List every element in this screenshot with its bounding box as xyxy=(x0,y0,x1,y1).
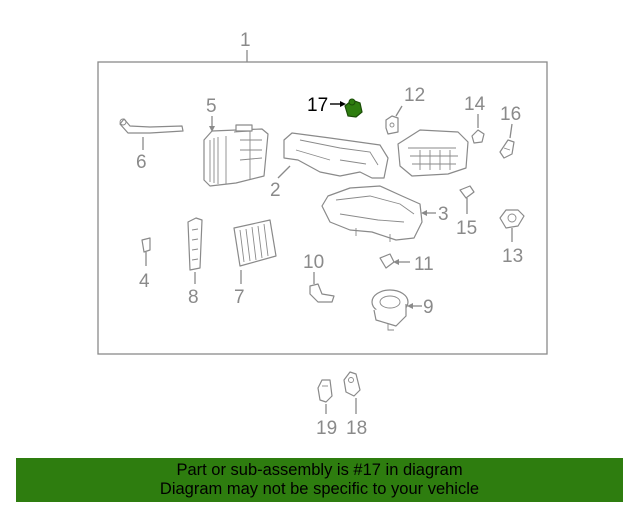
callout-6[interactable]: 6 xyxy=(136,152,147,173)
callout-5[interactable]: 5 xyxy=(206,96,217,117)
banner-line-2: Diagram may not be specific to your vehi… xyxy=(159,480,480,498)
callout-13[interactable]: 13 xyxy=(502,246,523,267)
callout-15[interactable]: 15 xyxy=(456,218,477,239)
info-banner: Part or sub-assembly is #17 in diagram D… xyxy=(16,458,623,502)
part-10[interactable] xyxy=(309,283,335,303)
callout-1[interactable]: 1 xyxy=(240,30,251,51)
callout-11[interactable]: 11 xyxy=(414,254,434,275)
part-17-highlighted[interactable] xyxy=(344,98,363,118)
part-18[interactable] xyxy=(343,371,361,397)
part-11[interactable] xyxy=(379,253,395,269)
callout-3[interactable]: 3 xyxy=(438,204,449,225)
callout-12[interactable]: 12 xyxy=(404,85,425,106)
callout-2[interactable]: 2 xyxy=(270,180,281,201)
part-2-upper-case[interactable] xyxy=(283,132,389,179)
callout-16[interactable]: 16 xyxy=(500,104,521,125)
callout-10[interactable]: 10 xyxy=(303,252,324,273)
part-3-lower-case[interactable] xyxy=(321,185,423,242)
part-8[interactable] xyxy=(187,217,203,271)
part-5-evaporator[interactable] xyxy=(203,124,269,187)
assembly-frame xyxy=(97,61,548,355)
callout-8[interactable]: 8 xyxy=(188,287,199,308)
banner-line-1: Part or sub-assembly is #17 in diagram xyxy=(176,461,463,479)
part-15[interactable] xyxy=(459,185,475,199)
part-12[interactable] xyxy=(385,115,399,135)
callout-18[interactable]: 18 xyxy=(346,418,367,439)
heater-housing xyxy=(397,129,469,177)
part-19[interactable] xyxy=(317,379,333,403)
callout-19[interactable]: 19 xyxy=(316,418,337,439)
part-4[interactable] xyxy=(141,237,151,253)
part-13[interactable] xyxy=(499,209,525,229)
callout-14[interactable]: 14 xyxy=(464,94,486,115)
callout-4[interactable]: 4 xyxy=(139,271,150,292)
callout-7[interactable]: 7 xyxy=(234,287,245,308)
part-7-filter[interactable] xyxy=(233,219,277,267)
part-14[interactable] xyxy=(471,129,485,144)
callout-9[interactable]: 9 xyxy=(423,297,434,318)
part-9-blower-motor[interactable] xyxy=(371,289,409,331)
callout-17[interactable]: 17 xyxy=(307,95,328,116)
part-6-pipe[interactable] xyxy=(119,118,184,134)
part-16[interactable] xyxy=(499,139,515,159)
